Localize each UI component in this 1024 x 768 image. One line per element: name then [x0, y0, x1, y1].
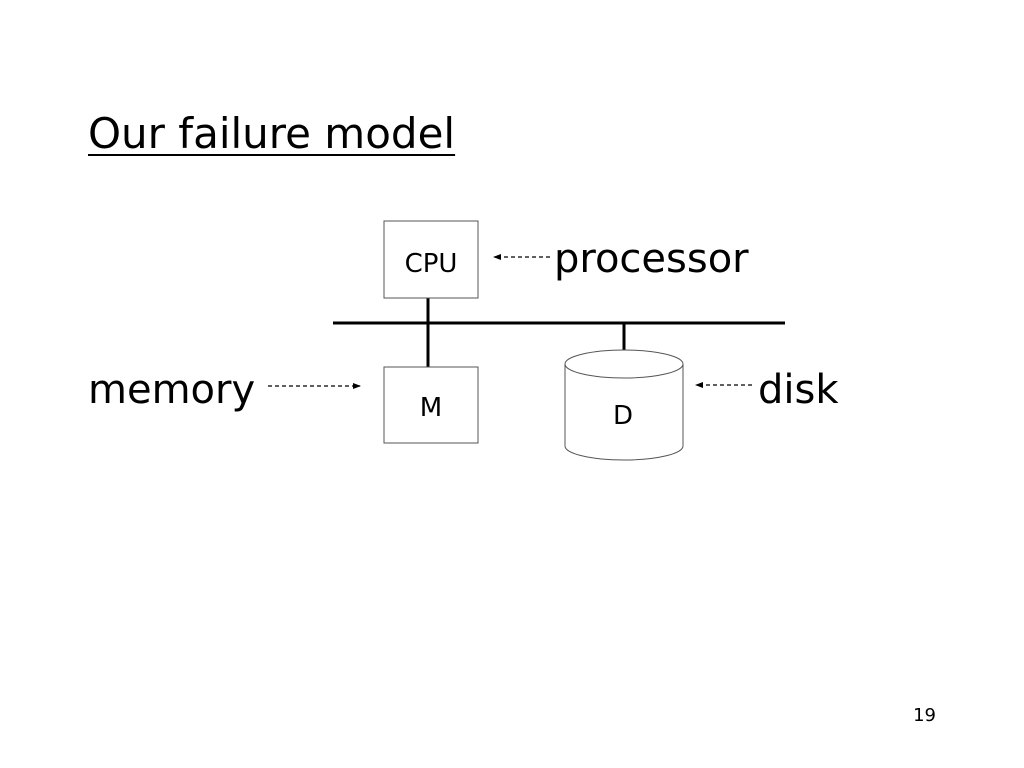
disk-cylinder-body [564, 364, 684, 461]
cpu-label: CPU [405, 249, 458, 279]
processor-label: processor [554, 236, 749, 282]
disk-node: D [564, 349, 684, 461]
memory-label: memory [88, 367, 255, 413]
disk-cylinder-top [564, 349, 684, 379]
slide-title: Our failure model [88, 109, 456, 158]
cpu-node: CPU [383, 220, 479, 299]
memory-node: M [383, 366, 479, 444]
disk-label: disk [758, 367, 839, 413]
memory-box [383, 366, 479, 444]
disk-box-label: D [613, 401, 633, 431]
memory-box-label: M [420, 393, 442, 423]
page-number: 19 [913, 705, 936, 726]
cpu-box [383, 220, 479, 299]
